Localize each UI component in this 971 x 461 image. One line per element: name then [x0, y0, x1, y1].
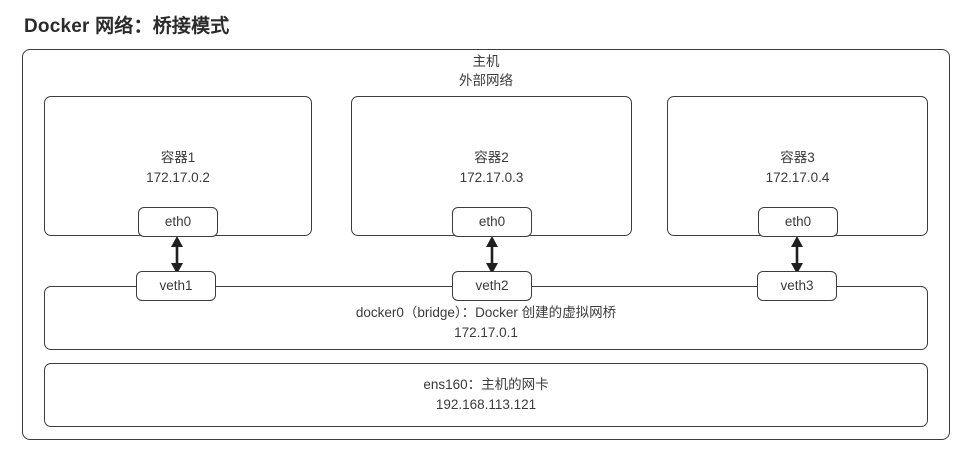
host-label: 主机 外部网络: [22, 52, 950, 90]
docker0-bridge-label: docker0（bridge）：Docker 创建的虚拟网桥 172.17.0.…: [44, 303, 928, 343]
veth-endpoint-1: veth1: [136, 271, 216, 301]
host-nic-box: [44, 363, 928, 427]
docker0-ip: 172.17.0.1: [454, 325, 518, 340]
container-name-2: 容器2: [474, 150, 509, 165]
host-nic-label: ens160：主机的网卡 192.168.113.121: [44, 375, 928, 415]
host-nic-ip: 192.168.113.121: [435, 397, 537, 412]
host-name: 主机: [472, 54, 500, 69]
link-arrow-3-icon: [791, 236, 803, 274]
container-ip-1: 172.17.0.2: [146, 170, 210, 185]
page-title: Docker 网络：桥接模式: [24, 16, 230, 37]
host-nic-description: ens160：主机的网卡: [423, 377, 549, 392]
container-ip-2: 172.17.0.3: [459, 170, 524, 185]
container-eth0-1: eth0: [138, 207, 218, 237]
docker0-description: docker0（bridge）：Docker 创建的虚拟网桥: [355, 305, 617, 320]
container-name-1: 容器1: [160, 150, 196, 165]
container-label-2: 容器2 172.17.0.3: [351, 148, 632, 188]
link-arrow-1-icon: [171, 236, 183, 274]
container-name-3: 容器3: [780, 150, 815, 165]
container-label-3: 容器3 172.17.0.4: [667, 148, 928, 188]
container-eth0-3: eth0: [758, 207, 838, 237]
container-ip-3: 172.17.0.4: [765, 170, 830, 185]
container-label-1: 容器1 172.17.0.2: [44, 148, 312, 188]
veth-endpoint-3: veth3: [757, 271, 837, 301]
veth-endpoint-2: veth2: [452, 271, 532, 301]
container-eth0-2: eth0: [452, 207, 532, 237]
host-external-network: 外部网络: [459, 73, 513, 88]
link-arrow-2-icon: [486, 236, 498, 274]
